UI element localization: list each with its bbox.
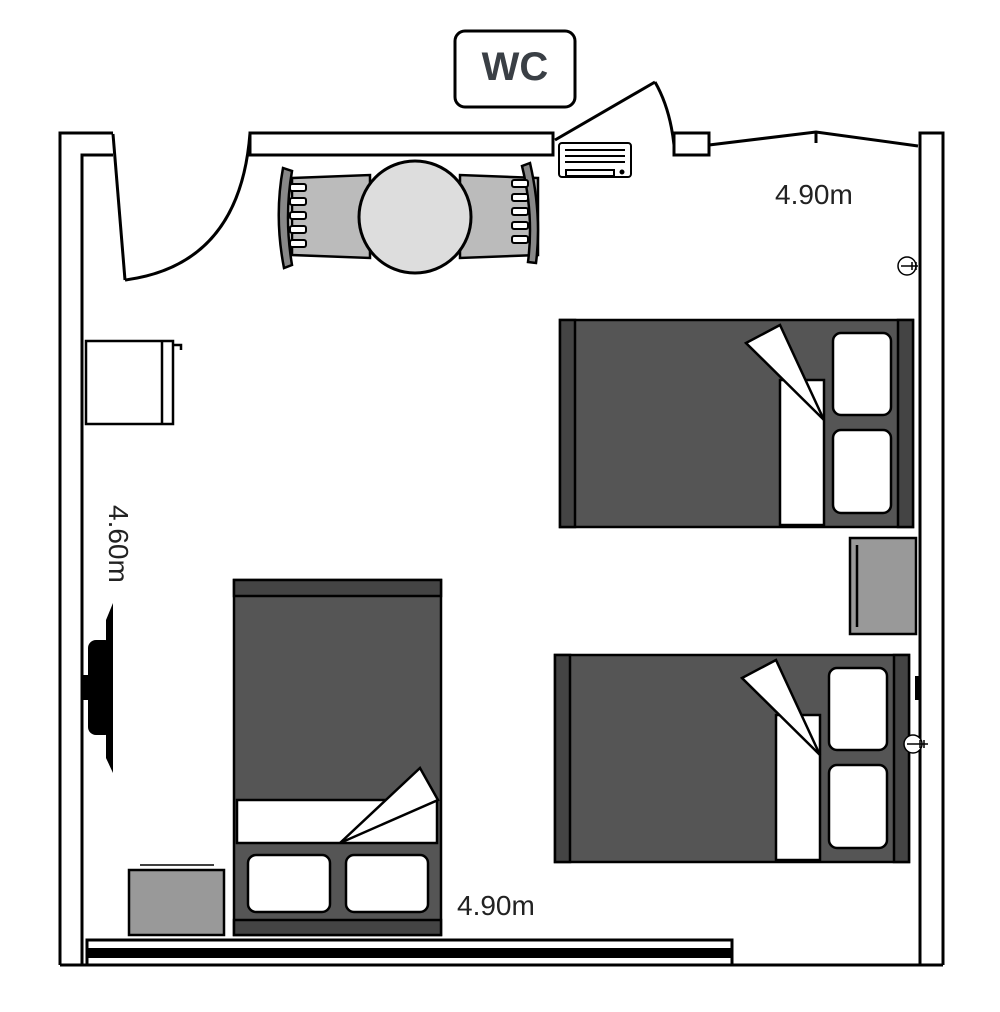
side-box[interactable] bbox=[127, 864, 226, 937]
wc-label: WC bbox=[482, 45, 549, 89]
lamp-icon bbox=[897, 256, 918, 276]
lamp-icon bbox=[903, 734, 928, 754]
dimension-top: 4.90m bbox=[775, 179, 853, 210]
top-right-wall bbox=[708, 130, 919, 148]
left-chair[interactable] bbox=[277, 166, 372, 270]
dimension-side: 4.60m bbox=[103, 505, 134, 583]
bed-bottom-right[interactable] bbox=[553, 653, 911, 864]
round-table[interactable] bbox=[357, 159, 473, 275]
right-wall bbox=[918, 131, 945, 965]
top-wall-segment bbox=[248, 131, 555, 157]
bed-left[interactable] bbox=[232, 578, 443, 937]
tv-icon bbox=[83, 603, 113, 773]
right-chair[interactable] bbox=[458, 161, 540, 265]
door-jamb bbox=[672, 131, 711, 157]
air-conditioner-icon bbox=[558, 142, 632, 178]
left-wall bbox=[58, 131, 113, 965]
window-bottom bbox=[85, 938, 734, 967]
walls bbox=[58, 130, 945, 967]
dimension-bottom: 4.90m bbox=[457, 890, 535, 921]
dresser[interactable] bbox=[84, 339, 183, 426]
bed-top-right[interactable] bbox=[558, 318, 915, 529]
wc-sign[interactable]: WC bbox=[453, 29, 577, 109]
entrance-door[interactable] bbox=[111, 132, 252, 282]
wall-switch[interactable] bbox=[915, 676, 921, 700]
wc-door[interactable] bbox=[554, 80, 676, 146]
nightstand[interactable] bbox=[848, 536, 918, 636]
